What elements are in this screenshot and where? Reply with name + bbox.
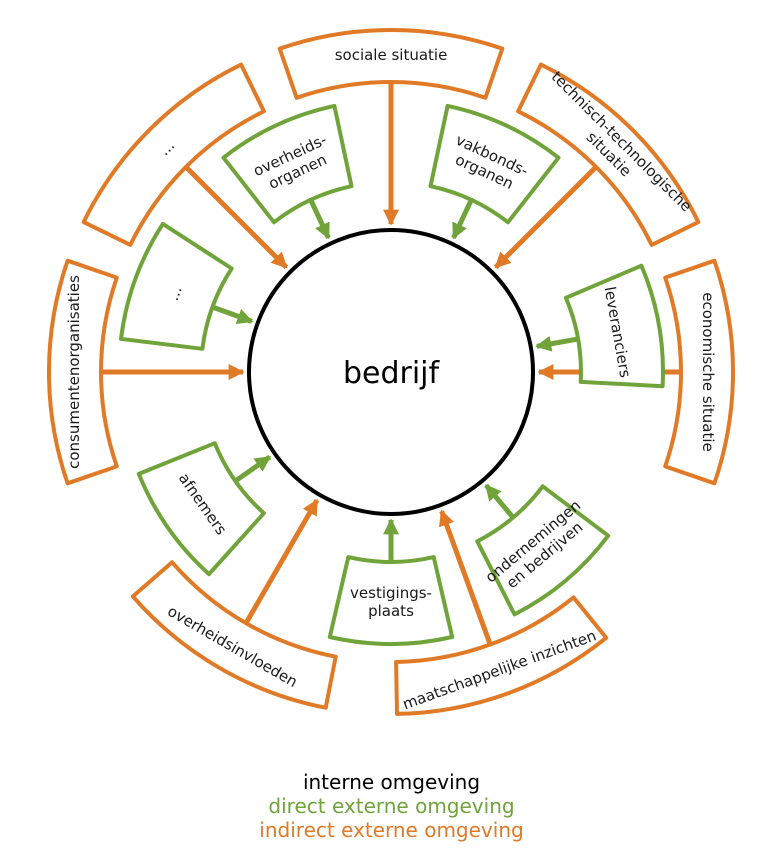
segment-overheidsinvloeden-box [130,560,338,710]
segment-vestigingsplaats-box [327,555,455,646]
segment-consumentenorganisaties-box [47,258,119,486]
segment-label-line: consumentenorganisaties [65,275,83,469]
segment-leveranciers: leveranciers [563,263,665,389]
direct-external-arrows [211,198,579,562]
direct-external-ring: overheids-organen vakbonds-organenleveran… [119,103,665,646]
legend-direct-external: direct externe omgeving [268,794,515,818]
legend-internal: interne omgeving [302,770,481,794]
segment-ondernemingen-en-bedrijven: ondernemingenen bedrijven [475,484,611,617]
segment-outer-ellipsis-box [81,62,266,247]
segment-overheidsorganen: overheids-organen [221,103,354,225]
arrow-leveranciers [535,335,579,352]
segment-inner-ellipsis: ... [119,221,234,351]
segment-sociale-situatie: sociale situatie [277,28,505,100]
arrow-ondernemingen-en-bedrijven [484,483,516,520]
segment-label-line: plaats [368,602,414,620]
segment-sociale-situatie-box [277,28,505,100]
segment-sociale-situatie-label: sociale situatie [335,46,448,64]
segment-inner-ellipsis-box [119,221,234,351]
arrow-outer-ellipsis [182,163,289,270]
segment-inner-ellipsis-label: ... [164,283,186,303]
segment-vakbondsorganen: vakbonds-organen [428,103,561,225]
segment-economische-situatie-label: economische situatie [699,292,717,452]
segment-economische-situatie: economische situatie [663,258,735,486]
segment-overheidsorganen-box [221,103,354,225]
arrow-inner-ellipsis [211,304,254,324]
segment-afnemers: afnemers [136,441,266,577]
segment-technisch-technologische-situatie-box [516,62,701,247]
segment-ondernemingen-en-bedrijven-box [475,484,611,617]
segment-economische-situatie-box [663,258,735,486]
arrow-overheidsinvloeden [242,498,320,627]
segment-label-line: sociale situatie [335,46,448,64]
segment-leveranciers-box [563,263,665,389]
company-circle [247,228,535,516]
arrow-afnemers [233,454,272,484]
segment-outer-ellipsis: ... [81,62,266,247]
segment-consumentenorganisaties: consumentenorganisaties [47,258,119,486]
segment-label-line: vestigings- [350,584,432,602]
segment-vestigingsplaats-label: vestigings-plaats [350,584,432,620]
segment-consumentenorganisaties-label: consumentenorganisaties [65,275,83,469]
segment-vakbondsorganen-box [428,103,561,225]
arrow-vakbondsorganen [451,198,474,240]
arrow-technisch-technologische-situatie [493,163,600,270]
company-label: bedrijf [343,356,441,391]
segment-maatschappelijke-inzichten-box [394,595,609,716]
arrow-maatschappelijke-inzichten [439,509,494,648]
segment-vestigingsplaats: vestigings-plaats [327,555,455,646]
segment-afnemers-box [136,441,266,577]
segment-label-line: economische situatie [699,292,717,452]
segment-label-line: ... [164,283,186,303]
arrow-overheidsorganen [308,198,331,240]
segment-overheidsinvloeden: overheidsinvloeden [130,560,338,710]
legend-indirect-external: indirect externe omgeving [259,818,524,842]
